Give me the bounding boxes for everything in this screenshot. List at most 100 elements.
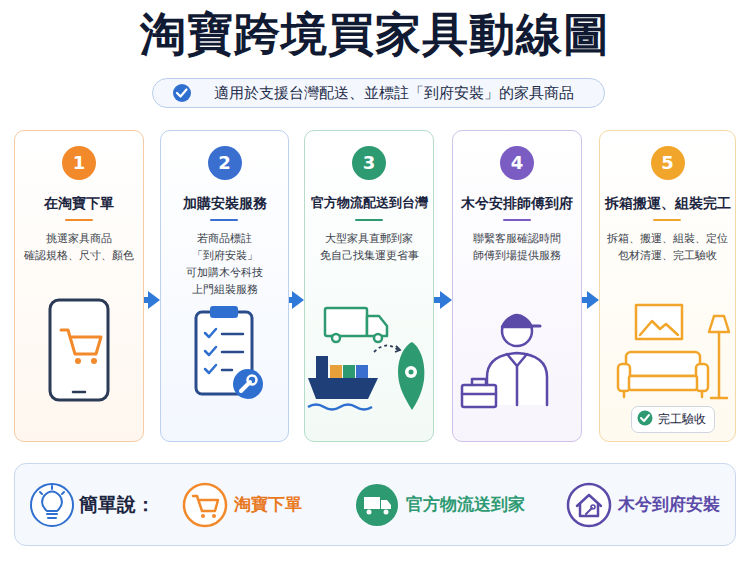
installer-icon	[502, 315, 532, 327]
summary-truck-icon	[384, 510, 389, 515]
clipboard-wrench-icon	[222, 369, 232, 372]
step-number-badge: 2	[208, 146, 242, 180]
scope-check-icon	[173, 84, 191, 102]
bulb-icon	[48, 517, 56, 519]
summary-step: 淘寶下單	[184, 464, 304, 544]
truck-ship-taiwan-icon	[374, 334, 382, 342]
installer-icon	[487, 353, 547, 405]
scope-note-pill: 適用於支援台灣配送、並標註「到府安裝」的家具商品	[152, 78, 605, 108]
living-room-icon	[629, 376, 697, 390]
bulb-icon	[62, 492, 64, 494]
step-card: 4 木兮安排師傅到府聯繫客服確認時間 師傅到場提供服務	[452, 130, 582, 442]
living-room-icon	[623, 391, 626, 397]
step-number-badge: 3	[352, 146, 386, 180]
bulb-icon	[51, 486, 53, 489]
clipboard-wrench-icon	[205, 347, 216, 355]
clipboard-wrench-icon	[241, 382, 250, 391]
summary-cart-icon	[201, 514, 205, 518]
summary-truck-icon	[367, 510, 372, 515]
summary-house-icon	[586, 508, 592, 514]
truck-ship-taiwan-icon	[325, 308, 367, 336]
living-room-icon	[701, 391, 704, 397]
card-heading: 在淘寶下單	[44, 193, 114, 213]
summary-band: 淘寶下單官方物流送到家木兮到府安裝簡單說：	[14, 463, 736, 546]
summary-step-text: 木兮到府安裝	[618, 493, 720, 516]
clipboard-wrench-icon	[210, 306, 238, 318]
installer-icon	[462, 393, 496, 396]
scope-check-icon	[177, 90, 187, 97]
heading-underline	[66, 219, 92, 221]
scope-check-icon	[173, 84, 191, 102]
truck-ship-taiwan-icon	[398, 342, 424, 410]
summary-cart-icon	[193, 496, 218, 511]
step-number-badge: 5	[651, 146, 685, 180]
badge-label: 完工驗收	[658, 411, 706, 428]
truck-ship-taiwan-icon	[308, 378, 378, 399]
done-check-icon	[638, 411, 653, 426]
step-number-badge: 4	[500, 146, 534, 180]
truck-ship-taiwan-icon	[330, 365, 342, 378]
phone-cart-icon	[50, 300, 108, 400]
living-room-icon	[626, 352, 700, 376]
installer-icon	[462, 385, 496, 407]
flow-arrow	[144, 297, 148, 303]
living-room-icon	[618, 364, 630, 391]
summary-cart-icon	[184, 484, 226, 526]
clipboard-wrench-icon	[205, 329, 216, 373]
scope-note-text: 適用於支援台灣配送、並標註「到府安裝」的家具商品	[214, 84, 574, 103]
summary-truck-icon	[364, 497, 380, 509]
summary-cart-icon	[184, 484, 226, 526]
step-card: 1 在淘寶下單挑選家具商品 確認規格、尺寸、顏色	[14, 130, 144, 442]
installer-icon	[516, 366, 519, 405]
phone-cart-icon	[61, 330, 101, 354]
living-room-icon	[696, 364, 708, 391]
heading-underline	[356, 219, 382, 221]
living-room-icon	[718, 332, 721, 398]
bulb-icon	[31, 484, 73, 526]
heading-underline	[211, 219, 237, 221]
card-body: 挑選家具商品 確認規格、尺寸、顏色	[15, 230, 143, 264]
summary-label: 簡單說：	[79, 464, 155, 544]
card-heading: 木兮安排師傅到府	[461, 193, 573, 213]
clipboard-wrench-icon	[196, 306, 263, 399]
card-heading: 加購安裝服務	[183, 193, 267, 213]
installer-icon	[472, 379, 486, 385]
installer-icon	[507, 354, 527, 366]
summary-house-icon	[580, 504, 598, 516]
truck-ship-taiwan-icon	[395, 346, 400, 352]
clipboard-wrench-icon	[205, 365, 216, 373]
bulb-icon	[40, 492, 42, 494]
summary-step-text: 淘寶下單	[234, 493, 302, 516]
bulb-icon	[42, 492, 62, 512]
title-bar: 淘寶跨境買家具動線圖	[0, 6, 750, 62]
truck-ship-taiwan-icon	[374, 345, 398, 352]
step-number: 2	[218, 153, 231, 173]
phone-cart-icon	[50, 300, 108, 400]
done-check-icon	[638, 411, 653, 426]
summary-house-icon	[591, 505, 595, 509]
truck-ship-taiwan-icon	[405, 366, 417, 378]
bulb-icon	[31, 484, 73, 526]
summary-truck-icon	[356, 484, 398, 526]
installer-icon	[502, 316, 532, 346]
done-check-icon	[641, 415, 649, 421]
step-number: 4	[511, 153, 524, 173]
step-number-badge: 1	[62, 146, 96, 180]
clipboard-wrench-icon	[248, 376, 257, 385]
bulb-icon	[47, 513, 57, 515]
summary-house-icon	[577, 495, 601, 506]
installer-icon	[517, 325, 540, 328]
summary-step: 木兮到府安裝	[568, 464, 722, 544]
phone-cart-icon	[91, 358, 97, 364]
step-number: 3	[363, 153, 376, 173]
summary-house-icon	[568, 484, 610, 526]
clipboard-wrench-icon	[205, 329, 216, 337]
card-body: 聯繫客服確認時間 師傅到場提供服務	[453, 230, 581, 264]
flow-arrow	[582, 297, 587, 303]
truck-ship-taiwan-icon	[343, 365, 355, 378]
step-card: 2加購安裝服務若商品標註「到府安裝」 可加購木兮科技 上門組裝服務	[160, 130, 289, 442]
card-heading: 官方物流配送到台灣	[311, 193, 428, 213]
truck-ship-taiwan-icon	[325, 308, 387, 342]
summary-house-icon	[568, 484, 610, 526]
